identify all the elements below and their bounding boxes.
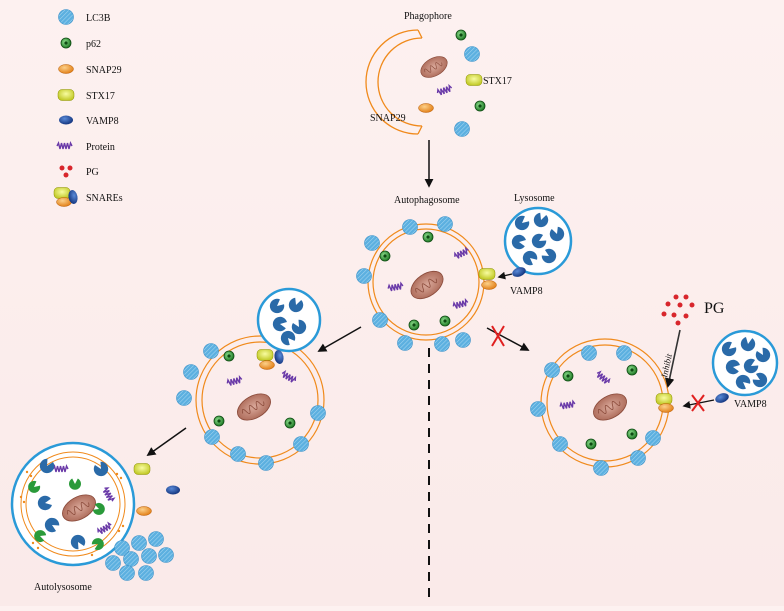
lysosome-right: VAMP8 xyxy=(682,329,779,412)
blocked-fusion-arrow xyxy=(486,325,530,351)
legend-label-stx17: STX17 xyxy=(86,91,115,102)
arrow-autophagosome-to-fusion xyxy=(317,326,362,352)
pg-dots xyxy=(661,294,695,326)
legend-label-p62: p62 xyxy=(86,39,101,50)
arrow-fusion-to-autolysosome xyxy=(146,427,187,457)
fusing-autophagosome xyxy=(176,287,326,471)
legend-label-protein: Protein xyxy=(86,142,115,153)
vamp8-right-label: VAMP8 xyxy=(734,399,767,410)
lc3b-icon xyxy=(58,9,74,25)
lysosome: Lysosome VAMP8 xyxy=(497,193,573,297)
legend-label-snares: SNAREs xyxy=(86,193,123,204)
legend-label-vamp8: VAMP8 xyxy=(86,116,119,127)
legend-label-lc3b: LC3B xyxy=(86,13,111,24)
phagophore-protein xyxy=(435,84,454,97)
autolysosome: Autolysosome xyxy=(10,441,180,593)
snap29-icon xyxy=(58,64,74,74)
phagophore-mitochondrion xyxy=(416,51,452,83)
autophagosome-label: Autophagosome xyxy=(394,195,460,206)
phagophore-label: Phagophore xyxy=(404,11,452,22)
pg-inhibitor: PG Inhibit xyxy=(659,294,725,388)
legend-label-snap29: SNAP29 xyxy=(86,65,122,76)
snap29-phagophore-label: SNAP29 xyxy=(370,113,406,124)
vamp8-top-label: VAMP8 xyxy=(510,286,543,297)
phagophore: Phagophore STX17 SNAP29 xyxy=(365,11,512,137)
stx17-phagophore-label: STX17 xyxy=(483,76,512,87)
pg-label: PG xyxy=(704,300,725,317)
vamp8-icon xyxy=(59,115,73,125)
legend-label-pg: PG xyxy=(86,167,99,178)
autophagosome: Autophagosome xyxy=(356,195,497,352)
blocked-autophagosome xyxy=(530,338,674,476)
lysosome-label: Lysosome xyxy=(514,193,555,204)
p62-icon xyxy=(60,37,72,49)
legend: LC3B p62 SNAP29 STX17 VAMP8 Protein PG S… xyxy=(53,9,123,207)
stx17-icon xyxy=(57,89,75,101)
snares-icon xyxy=(53,187,79,207)
protein-icon xyxy=(56,142,73,150)
autolysosome-label: Autolysosome xyxy=(34,582,92,593)
pg-icon xyxy=(59,165,73,178)
